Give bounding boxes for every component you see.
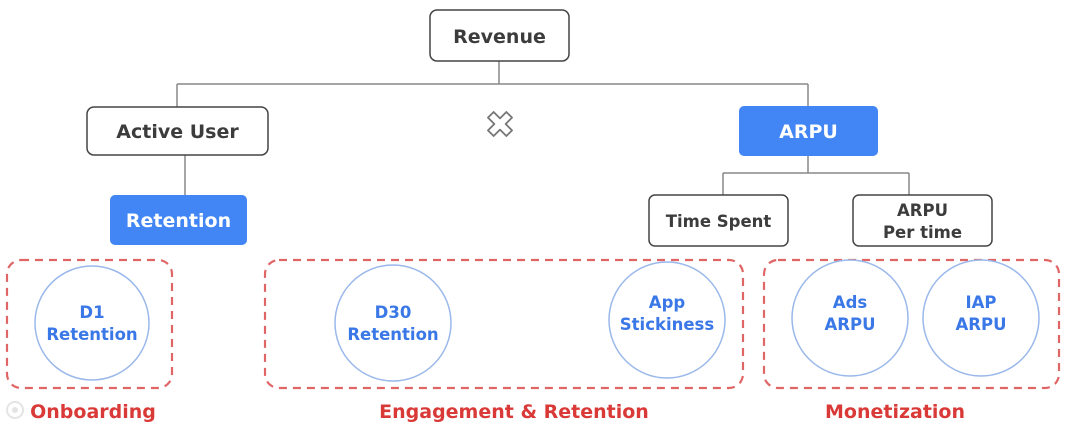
retention-label: Retention <box>126 210 231 232</box>
connectors <box>176 61 910 195</box>
revenue-label: Revenue <box>453 26 546 48</box>
watermark-logo <box>6 401 24 419</box>
metric-d1-retention: D1 Retention <box>34 265 150 381</box>
d1-label-line1: D1 <box>79 303 104 322</box>
arpu-node: ARPU <box>739 106 878 156</box>
ads-label-line2: ARPU <box>825 315 876 334</box>
d1-label-line2: Retention <box>46 325 137 344</box>
stickiness-label-line1: App <box>649 293 686 312</box>
arpu-per-time-label-line2: Per time <box>883 223 962 242</box>
arpu-label: ARPU <box>779 121 838 143</box>
engagement-group-box <box>263 258 745 390</box>
metric-iap-arpu: IAP ARPU <box>922 259 1040 377</box>
group-containers <box>5 258 1061 390</box>
multiply-icon <box>487 111 513 137</box>
monetization-label: Monetization <box>825 401 965 423</box>
arpu-per-time-node: ARPU Per time <box>852 194 993 247</box>
engagement-label: Engagement & Retention <box>379 401 649 423</box>
metric-d30-retention: D30 Retention <box>334 264 452 382</box>
revenue-node: Revenue <box>429 9 570 62</box>
iap-label-line2: ARPU <box>956 315 1007 334</box>
metric-app-stickiness: App Stickiness <box>608 261 726 379</box>
time-spent-node: Time Spent <box>648 194 789 247</box>
onboarding-label: Onboarding <box>30 401 156 423</box>
retention-node: Retention <box>110 195 247 245</box>
iap-label-line1: IAP <box>965 293 996 312</box>
ads-label-line1: Ads <box>833 293 868 312</box>
stickiness-label-line2: Stickiness <box>620 315 715 334</box>
monetization-group-box <box>762 258 1061 390</box>
metric-ads-arpu: Ads ARPU <box>791 259 909 377</box>
active-user-label: Active User <box>116 121 239 143</box>
d30-label-line2: Retention <box>347 325 438 344</box>
arpu-per-time-label-line1: ARPU <box>897 201 948 220</box>
active-user-node: Active User <box>86 106 269 156</box>
d30-label-line1: D30 <box>375 303 412 322</box>
time-spent-label: Time Spent <box>666 212 772 231</box>
